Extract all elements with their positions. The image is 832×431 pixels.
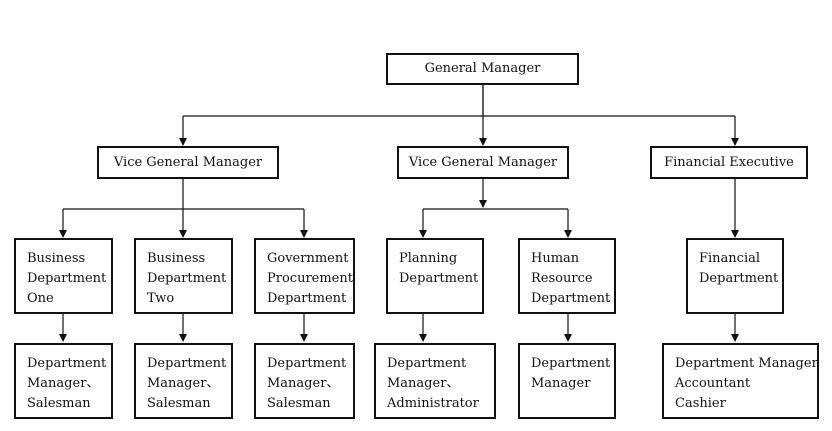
- node-label-line: Manager、: [387, 376, 460, 391]
- node-label-line: Government: [267, 251, 349, 266]
- node-label-line: Planning: [399, 251, 458, 266]
- node-label-line: Business: [27, 251, 86, 266]
- node-label-line: Financial: [699, 251, 761, 266]
- node-vice-general-manager-left: Vice General Manager: [97, 146, 279, 179]
- node-label-line: Department: [699, 271, 779, 286]
- node-label-line: Department: [147, 271, 227, 286]
- node-label: Vice General Manager: [408, 154, 558, 170]
- node-human-resource-department: Human Resource Department: [518, 238, 616, 314]
- node-label-line: Department: [531, 291, 611, 306]
- node-label-line: Department Manager: [675, 356, 818, 371]
- node-label-line: Salesman: [267, 396, 331, 411]
- node-label: Financial Executive: [664, 154, 794, 170]
- node-label-line: Human: [531, 251, 580, 266]
- node-label-line: Department: [531, 356, 611, 371]
- node-planning-department: Planning Department: [386, 238, 484, 314]
- node-label-line: Department: [267, 356, 347, 371]
- node-government-procurement-department: Government Procurement Department: [254, 238, 355, 314]
- node-roles-business-two: Department Manager、 Salesman: [134, 343, 233, 419]
- node-roles-government: Department Manager、 Salesman: [254, 343, 355, 419]
- node-label: Vice General Manager: [113, 154, 263, 170]
- node-label-line: Accountant: [675, 376, 751, 391]
- node-label-line: Department: [147, 356, 227, 371]
- node-business-department-two: Business Department Two: [134, 238, 233, 314]
- node-label-line: Salesman: [147, 396, 211, 411]
- node-label-line: Manager: [531, 376, 591, 391]
- node-roles-business-one: Department Manager、 Salesman: [14, 343, 113, 419]
- node-roles-planning: Department Manager、 Administrator: [374, 343, 496, 419]
- node-label-line: Administrator: [387, 396, 479, 411]
- node-label-line: Procurement: [267, 271, 353, 286]
- node-label: General Manager: [424, 61, 541, 76]
- node-label-line: Resource: [531, 271, 593, 286]
- node-general-manager: General Manager: [386, 53, 579, 85]
- node-label-line: Cashier: [675, 396, 726, 411]
- node-label-line: Manager、: [267, 376, 340, 391]
- node-label-line: Manager、: [147, 376, 220, 391]
- node-financial-department: Financial Department: [686, 238, 784, 314]
- node-label-line: Manager、: [27, 376, 100, 391]
- node-vice-general-manager-middle: Vice General Manager: [397, 146, 569, 179]
- node-financial-executive: Financial Executive: [650, 146, 808, 179]
- node-roles-human-resource: Department Manager: [518, 343, 616, 419]
- node-label-line: Two: [147, 291, 175, 306]
- node-label-line: Department: [267, 291, 347, 306]
- node-label-line: One: [27, 291, 54, 306]
- node-label-line: Department: [27, 356, 107, 371]
- node-roles-financial: Department Manager Accountant Cashier: [662, 343, 819, 419]
- node-label-line: Department: [387, 356, 467, 371]
- node-label-line: Department: [27, 271, 107, 286]
- node-label-line: Department: [399, 271, 479, 286]
- node-label-line: Salesman: [27, 396, 91, 411]
- node-label-line: Business: [147, 251, 206, 266]
- node-business-department-one: Business Department One: [14, 238, 113, 314]
